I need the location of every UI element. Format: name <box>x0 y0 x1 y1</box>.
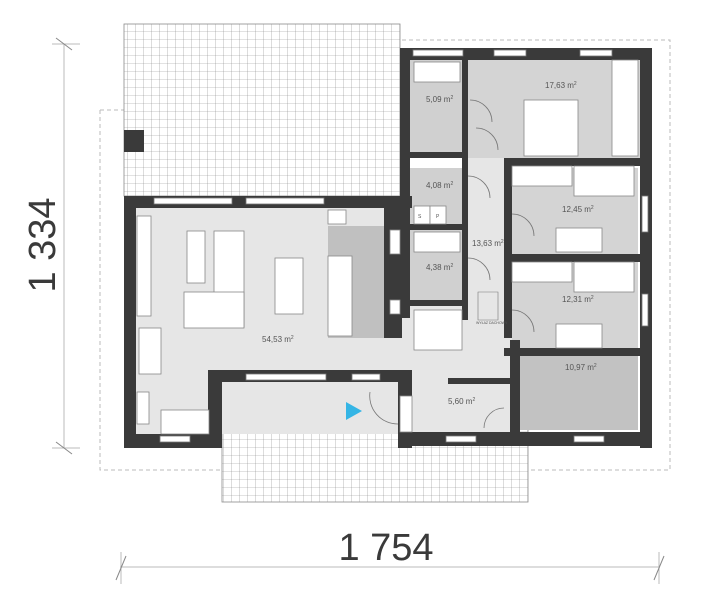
svg-text:10,97 m2: 10,97 m2 <box>565 363 597 372</box>
room-area-labels: 54,53 m2 17,63 m2 5,09 m2 4,08 m2 13,63 … <box>262 81 597 406</box>
svg-text:5,60 m2: 5,60 m2 <box>448 397 475 406</box>
svg-text:12,31 m2: 12,31 m2 <box>562 295 594 304</box>
width-dimension-label: 1 754 <box>338 527 433 569</box>
floors <box>136 60 640 434</box>
dimension-horizontal: 1 754 <box>115 527 665 584</box>
svg-text:WYŁAZ DACHOWY: WYŁAZ DACHOWY <box>476 321 508 325</box>
roof-outline <box>99 39 671 471</box>
svg-text:13,63 m2: 13,63 m2 <box>472 239 504 248</box>
svg-text:12,45 m2: 12,45 m2 <box>562 205 594 214</box>
furniture <box>136 59 639 435</box>
windows <box>153 49 649 443</box>
svg-text:5,09 m2: 5,09 m2 <box>426 95 453 104</box>
svg-text:4,08 m2: 4,08 m2 <box>426 181 453 190</box>
svg-text:P: P <box>436 214 440 220</box>
entrance-arrow-icon <box>346 402 362 420</box>
svg-text:4,38 m2: 4,38 m2 <box>426 263 453 272</box>
doors <box>369 99 535 429</box>
room-area-living: 54,53 m2 <box>262 335 294 344</box>
svg-text:S: S <box>418 214 422 220</box>
terrace-north <box>123 23 401 197</box>
dimension-vertical: 1 334 <box>22 37 80 455</box>
svg-text:17,63 m2: 17,63 m2 <box>545 81 577 90</box>
height-dimension-label: 1 334 <box>22 197 64 292</box>
